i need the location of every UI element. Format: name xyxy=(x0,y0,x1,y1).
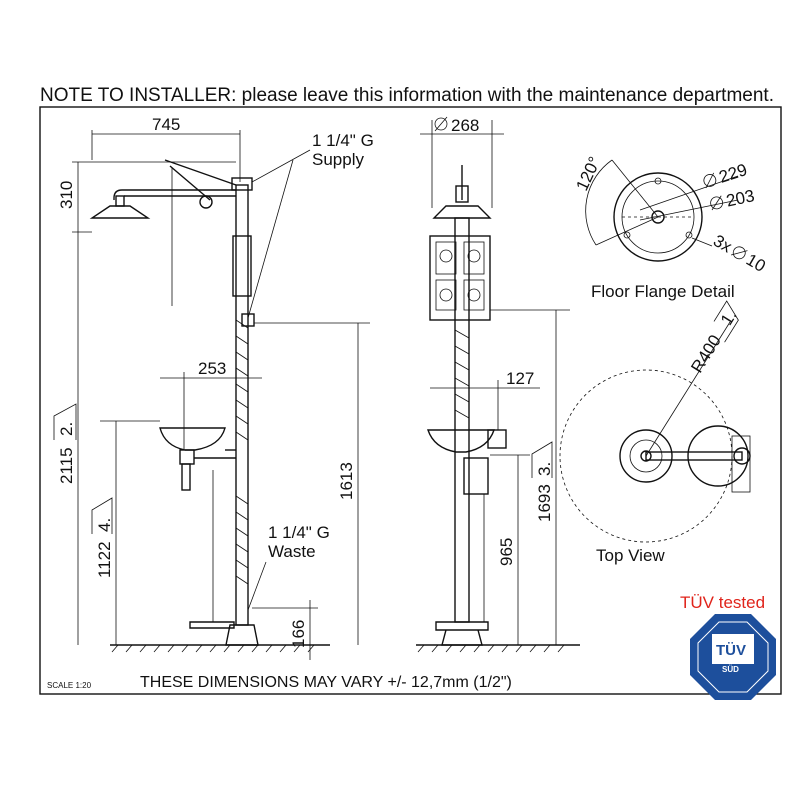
top-view-shower xyxy=(687,425,749,487)
side-ground-hatch xyxy=(111,644,315,653)
side-view: 745 310 2. 2115 1 1/4" G Supply 1613 253… xyxy=(53,115,374,660)
tag-sign-height xyxy=(531,441,553,478)
sign-pictograms xyxy=(435,241,485,311)
top-view: R400 1. Top View xyxy=(559,300,751,565)
flange-hole-3 xyxy=(685,231,693,239)
tuv-badge: TÜV SÜD xyxy=(690,614,776,700)
dim-head-height: 310 xyxy=(57,181,76,209)
dimension-tolerance-note: THESE DIMENSIONS MAY VARY +/- 12,7mm (1/… xyxy=(140,674,512,691)
eye-bowl xyxy=(159,427,226,451)
top-view-title: Top View xyxy=(596,546,665,565)
tag-radius-text: 1. xyxy=(717,307,741,329)
floor-flange-detail: 120° 229 203 3x 10 Floor Flange Detail xyxy=(572,154,768,301)
holes-group: 3x 10 xyxy=(710,231,769,276)
dim-total-height: 2115 xyxy=(57,447,76,484)
top-view-bowl xyxy=(619,429,673,483)
flange-outer xyxy=(613,172,703,262)
angle-arc xyxy=(585,159,613,246)
front-view: 268 127 965 xyxy=(416,116,580,653)
flange-hole-diameter: 10 xyxy=(743,250,769,276)
front-ground-hatch xyxy=(417,644,565,653)
waste-size: 1 1/4" G xyxy=(268,523,330,542)
flange-hole-1 xyxy=(654,177,662,185)
flange-hole-2 xyxy=(623,231,631,239)
dim-waste-height: 166 xyxy=(289,620,308,648)
flange-angle: 120° xyxy=(572,154,604,194)
certification-title: TÜV tested xyxy=(680,593,765,612)
front-valve-body xyxy=(463,457,489,495)
tag-bowl-height-text: 4. xyxy=(95,518,114,532)
side-pipe-spiral xyxy=(235,319,249,585)
top-view-radius: R400 xyxy=(687,332,725,377)
dim-handle-height: 965 xyxy=(497,538,516,566)
supply-label: Supply xyxy=(312,150,364,169)
dim-valve-height: 1613 xyxy=(337,462,356,500)
dia-229-group: 229 xyxy=(703,160,750,189)
pull-handle xyxy=(199,195,213,209)
drawing-frame xyxy=(39,106,782,695)
safety-sign xyxy=(429,235,491,321)
tuv-badge-subtext: SÜD xyxy=(722,665,739,674)
scale-label: SCALE 1:20 xyxy=(47,681,92,690)
tag-total-height xyxy=(53,403,77,440)
flange-outer-diameter: 229 xyxy=(717,160,750,187)
dim-bowl-offset: 253 xyxy=(198,359,226,378)
flange-bolt-circle: 203 xyxy=(725,186,757,210)
dim-offset: 127 xyxy=(506,369,534,388)
dia-203-group: 203 xyxy=(710,186,757,211)
tag-bowl-height xyxy=(91,497,113,534)
tag-total-height-text: 2. xyxy=(57,422,76,436)
flange-holes-count: 3x xyxy=(710,231,735,257)
dim-head-diameter: 268 xyxy=(451,116,479,135)
tag-radius xyxy=(713,300,739,343)
dim-sign-height: 1693 xyxy=(535,484,554,522)
tag-sign-height-text: 3. xyxy=(535,462,554,476)
pull-rod xyxy=(164,159,237,201)
front-pipe-spiral xyxy=(454,329,470,419)
dim-bowl-height: 1122 xyxy=(95,541,114,578)
valve-body xyxy=(232,235,252,297)
front-handle-box xyxy=(487,429,507,449)
tuv-badge-text: TÜV xyxy=(716,642,746,659)
shower-arm xyxy=(113,189,236,200)
waste-label: Waste xyxy=(268,542,316,561)
shower-neck xyxy=(115,195,125,207)
supply-size: 1 1/4" G xyxy=(312,131,374,150)
front-eye-bowl xyxy=(427,429,495,453)
front-shower-head xyxy=(432,205,492,219)
shower-head xyxy=(89,205,151,219)
front-shower-neck xyxy=(455,185,469,203)
top-view-drain xyxy=(640,450,652,462)
flange-detail-title: Floor Flange Detail xyxy=(591,282,735,301)
diameter-symbol xyxy=(434,117,448,131)
radius-group: R400 1. xyxy=(687,300,741,377)
valve-connector xyxy=(241,313,255,327)
side-main-pipe xyxy=(235,184,249,626)
front-base xyxy=(435,621,489,646)
top-view-bowl-inner xyxy=(629,439,663,473)
top-view-arm xyxy=(645,451,743,461)
foot-pedal xyxy=(189,621,235,629)
front-main-pipe xyxy=(454,217,470,623)
top-view-pedal xyxy=(731,435,751,493)
bowl-drain xyxy=(181,463,191,491)
dim-width: 745 xyxy=(152,115,180,134)
installer-note: NOTE TO INSTALLER: please leave this inf… xyxy=(40,85,774,106)
bowl-valve xyxy=(179,449,195,465)
side-base-flange xyxy=(225,624,259,646)
